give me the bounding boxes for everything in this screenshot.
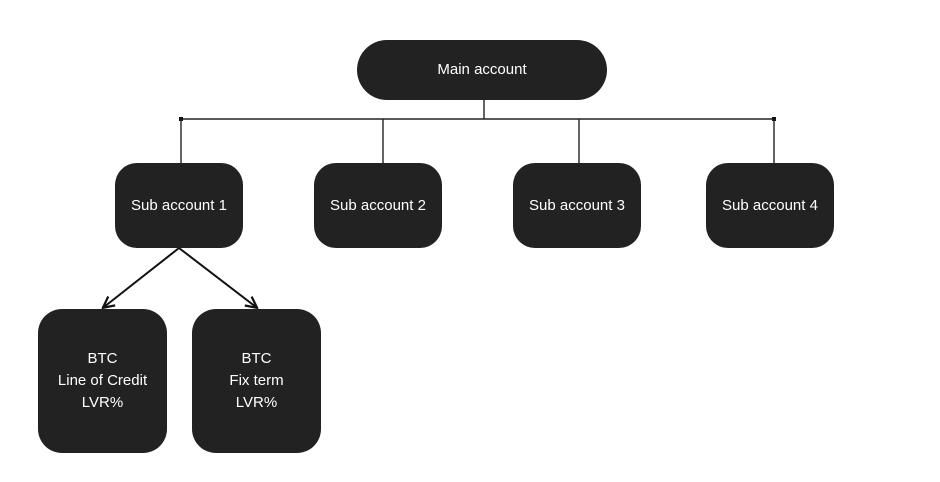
sub-account-node-4: Sub account 4	[706, 163, 834, 248]
product-ratio-label: LVR%	[235, 394, 278, 411]
arrow-line-of-credit	[104, 247, 180, 307]
product-ratio-label: LVR%	[81, 394, 124, 411]
sub-account-label-2: Sub account 2	[330, 196, 426, 214]
sub-account-node-2: Sub account 2	[314, 163, 442, 248]
product-node-line-of-credit: BTC Line of Credit LVR%	[38, 309, 167, 453]
product-type-label: Line of Credit	[57, 372, 148, 389]
product-asset-label: BTC	[87, 350, 118, 367]
main-account-label: Main account	[437, 61, 527, 78]
sub-account-label-3: Sub account 3	[529, 196, 625, 214]
sub-account-label-4: Sub account 4	[722, 196, 818, 214]
main-account-node: Main account	[357, 40, 607, 100]
sub-account-label-1: Sub account 1	[131, 196, 227, 214]
product-type-label: Fix term	[229, 372, 284, 389]
product-asset-label: BTC	[241, 350, 272, 367]
product-node-fix-term: BTC Fix term LVR%	[192, 309, 321, 453]
sub-account-node-1: Sub account 1	[115, 163, 243, 248]
arrow-fix-term	[178, 247, 256, 307]
sub-account-node-3: Sub account 3	[513, 163, 641, 248]
